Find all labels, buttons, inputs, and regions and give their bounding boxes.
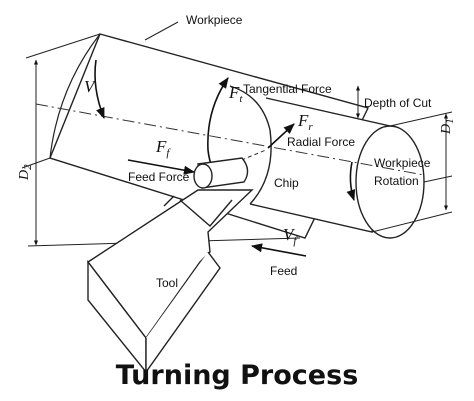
tool-label: Tool	[156, 276, 178, 290]
workpiece-rotation-arrow	[346, 161, 356, 202]
tangential-force-label: Tangential Force	[243, 82, 332, 96]
tangential-force-symbol: Ft	[228, 83, 243, 105]
workpiece-rotation-label-line2: Rotation	[374, 174, 419, 188]
cut-shoulder	[229, 85, 272, 205]
workpiece-leader-line	[144, 21, 179, 41]
chip-label: Chip	[274, 176, 299, 190]
feed-arrow	[250, 243, 307, 257]
radial-force-symbol: Fr	[297, 111, 313, 133]
workpiece-rotation-label-line1: Workpiece	[374, 156, 431, 170]
d1-symbol: D1	[439, 118, 456, 135]
page-title: Turning Process	[116, 360, 359, 391]
d1-dimension	[371, 111, 453, 233]
feed-velocity-symbol: Vf	[283, 225, 298, 247]
workpiece-cylinder-left-end	[49, 33, 101, 159]
chip	[193, 157, 249, 189]
cutting-speed-symbol: V	[84, 77, 97, 96]
radial-force-label: Radial Force	[287, 135, 355, 149]
depth-of-cut-label: Depth of Cut	[364, 96, 432, 110]
workpiece-label: Workpiece	[186, 13, 243, 27]
cutting-tool	[86, 189, 254, 375]
feed-force-label: Feed Force	[128, 170, 190, 184]
radial-force-arrow	[267, 123, 295, 149]
feed-label: Feed	[270, 264, 297, 278]
feed-force-symbol: Ff	[155, 137, 171, 159]
cutting-speed-arrow	[94, 59, 105, 120]
feed-force-arrow	[127, 159, 196, 175]
d2-symbol: D2	[17, 164, 34, 181]
